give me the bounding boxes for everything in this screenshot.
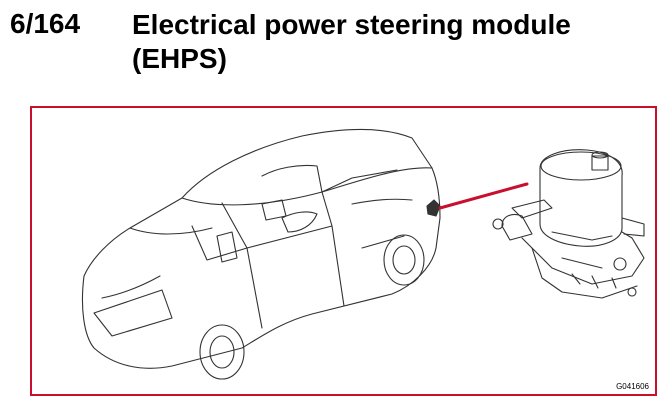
page-title: Electrical power steering module (EHPS) bbox=[132, 9, 571, 74]
page-code: 6/164 bbox=[10, 8, 81, 39]
car-illustration bbox=[81, 129, 441, 380]
figure-reference: G041606 bbox=[616, 382, 649, 391]
ehps-module-illustration bbox=[492, 149, 645, 299]
illustration bbox=[81, 129, 645, 380]
figure-frame: G041606 bbox=[30, 106, 657, 396]
leader-line bbox=[438, 182, 529, 210]
